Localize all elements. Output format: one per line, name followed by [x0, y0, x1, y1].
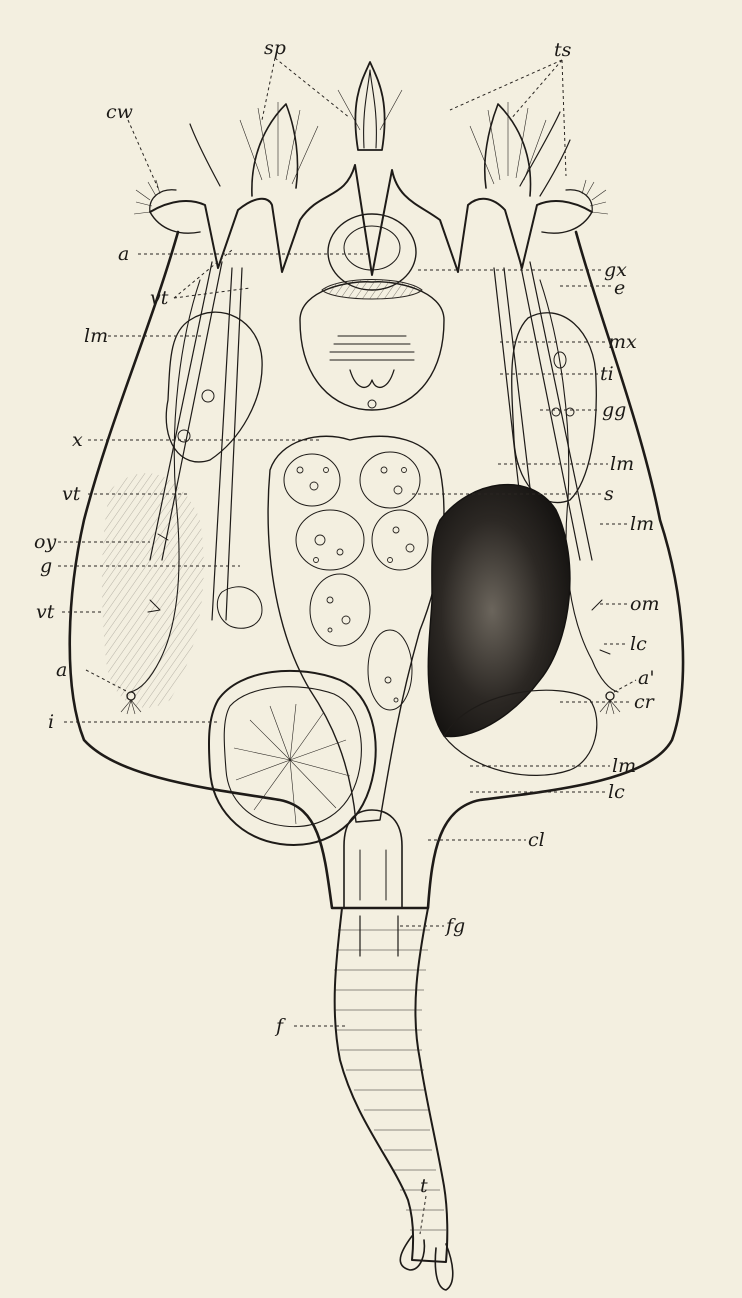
label-vt-mid: vt — [62, 483, 81, 505]
label-e: e — [614, 277, 625, 299]
label-lm-upper: lm — [84, 325, 108, 347]
mastax — [300, 280, 444, 411]
left-stipple — [102, 473, 262, 708]
label-s: s — [604, 483, 614, 505]
label-lm-right1: lm — [610, 453, 634, 475]
label-om: om — [630, 593, 659, 615]
label-a: a — [118, 243, 129, 265]
foot — [334, 908, 453, 1290]
label-ts: ts — [554, 39, 572, 61]
label-a-prime-left: a' — [56, 659, 73, 681]
dark-mass — [428, 485, 570, 737]
label-vt-lower: vt — [36, 601, 55, 623]
label-cw: cw — [106, 101, 133, 123]
corona — [134, 62, 608, 290]
label-t: t — [420, 1175, 428, 1197]
granular-band — [322, 280, 422, 300]
stomach — [268, 436, 444, 822]
label-vt-upper: vt — [150, 287, 169, 309]
label-x: x — [72, 429, 83, 451]
label-mx: mx — [608, 331, 637, 353]
cloaca — [344, 810, 402, 908]
gastric-gland-left — [166, 312, 262, 462]
label-f: f — [274, 1015, 286, 1037]
label-lc-right1: lc — [630, 633, 647, 655]
label-sp: sp — [264, 37, 286, 59]
label-cr: cr — [634, 691, 656, 713]
label-i: i — [48, 711, 54, 733]
label-gg: gg — [602, 399, 626, 421]
gastric-gland-right — [512, 313, 597, 503]
label-lm-right2: lm — [630, 513, 654, 535]
label-cl: cl — [528, 829, 545, 851]
label-oy: oy — [34, 531, 56, 553]
lateral-antennae — [121, 692, 620, 714]
setae-top — [190, 112, 570, 196]
label-fg: fg — [444, 915, 465, 937]
label-g: g — [40, 555, 52, 577]
label-lm-lower: lm — [612, 755, 636, 777]
label-ti: ti — [600, 363, 614, 385]
label-lc-lower: lc — [608, 781, 625, 803]
label-a-prime-right: a' — [638, 667, 655, 689]
